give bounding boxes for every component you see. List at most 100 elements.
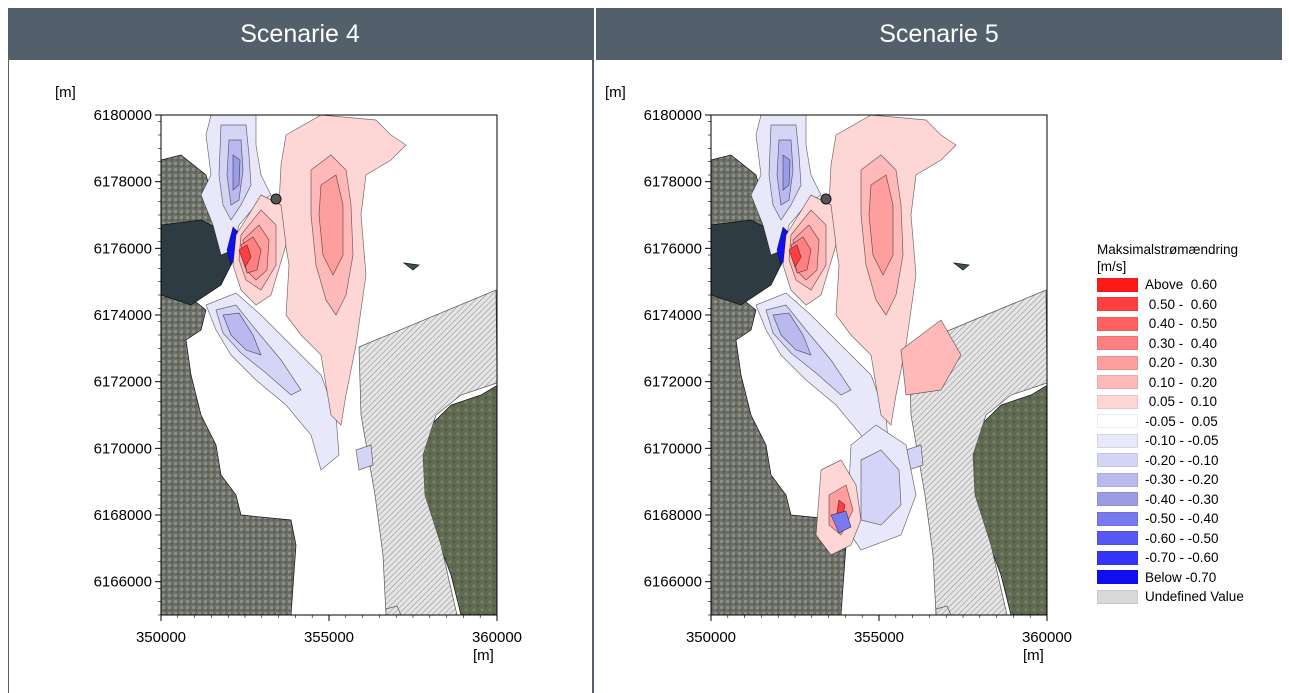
legend-item: Below -0.70 bbox=[1097, 568, 1289, 588]
x-unit-label: [m] bbox=[1023, 647, 1044, 664]
contour-pos-20 bbox=[868, 174, 894, 276]
y-tick-label: 6180000 bbox=[644, 107, 702, 124]
y-tick-label: 6178000 bbox=[94, 174, 152, 191]
x-tick-label: 355000 bbox=[854, 629, 904, 646]
legend-label: -0.05 - 0.05 bbox=[1145, 413, 1218, 429]
y-tick-label: 6166000 bbox=[644, 574, 702, 591]
legend-label: 0.10 - 0.20 bbox=[1145, 374, 1218, 390]
y-tick-label: 6166000 bbox=[94, 574, 152, 591]
contour-pos-50c bbox=[238, 244, 252, 268]
island-marker bbox=[270, 193, 282, 205]
y-unit-label: [m] bbox=[605, 84, 626, 101]
legend-swatch bbox=[1097, 570, 1138, 585]
legend-item: -0.40 - -0.30 bbox=[1097, 490, 1289, 510]
legend-item: Above 0.60 bbox=[1097, 275, 1289, 295]
legend-item: 0.30 - 0.40 bbox=[1097, 334, 1289, 354]
legend-item: -0.50 - -0.40 bbox=[1097, 509, 1289, 529]
legend-swatch bbox=[1097, 433, 1138, 448]
y-tick-label: 6176000 bbox=[94, 240, 152, 257]
legend-item: 0.05 - 0.10 bbox=[1097, 392, 1289, 412]
legend-item: 0.40 - 0.50 bbox=[1097, 314, 1289, 334]
legend-swatch bbox=[1097, 316, 1138, 331]
legend-label: 0.20 - 0.30 bbox=[1145, 355, 1218, 371]
contour-pos-20 bbox=[318, 174, 344, 276]
legend-label: 0.30 - 0.40 bbox=[1145, 335, 1218, 351]
legend-label: Above 0.60 bbox=[1145, 277, 1218, 293]
legend-label: -0.40 - -0.30 bbox=[1145, 491, 1219, 507]
panel-header-scenarie-5: Scenarie 5 bbox=[596, 8, 1282, 60]
legend-label: -0.50 - -0.40 bbox=[1145, 511, 1219, 527]
panel-header-scenarie-4: Scenarie 4 bbox=[8, 8, 592, 60]
legend-swatch bbox=[1097, 375, 1138, 390]
y-tick-label: 6168000 bbox=[644, 507, 702, 524]
contour-neg-20b bbox=[222, 312, 262, 356]
x-tick-label: 360000 bbox=[472, 629, 522, 646]
legend-swatch bbox=[1097, 414, 1138, 429]
map-layer bbox=[161, 115, 497, 615]
legend-swatch bbox=[1097, 336, 1138, 351]
legend-title: Maksimalstrømændring bbox=[1097, 242, 1239, 257]
legend-item: -0.10 - -0.05 bbox=[1097, 431, 1289, 451]
y-tick-label: 6176000 bbox=[644, 240, 702, 257]
legend-label: -0.70 - -0.60 bbox=[1145, 550, 1219, 566]
panel-title-left: Scenarie 4 bbox=[240, 19, 360, 48]
legend-item: 0.10 - 0.20 bbox=[1097, 373, 1289, 393]
contour-pos-50c bbox=[788, 244, 802, 268]
y-tick-label: 6168000 bbox=[94, 507, 152, 524]
legend-label: Undefined Value bbox=[1145, 589, 1244, 605]
legend-swatch bbox=[1097, 531, 1138, 546]
y-unit-label: [m] bbox=[55, 84, 76, 101]
contour-neg-30 bbox=[232, 154, 241, 191]
contour-neg-small bbox=[355, 444, 374, 471]
legend: Maksimalstrømændring [m/s] Above 0.60 0.… bbox=[1097, 241, 1289, 607]
x-tick-label: 360000 bbox=[1022, 629, 1072, 646]
legend-item: -0.60 - -0.50 bbox=[1097, 529, 1289, 549]
legend-swatch bbox=[1097, 550, 1138, 565]
legend-swatch bbox=[1097, 277, 1138, 292]
legend-swatch bbox=[1097, 472, 1138, 487]
x-unit-label: [m] bbox=[473, 647, 494, 664]
panel-title-right: Scenarie 5 bbox=[879, 19, 999, 48]
x-tick-label: 355000 bbox=[304, 629, 354, 646]
contour-neg-30 bbox=[782, 154, 791, 191]
legend-item: -0.20 - -0.10 bbox=[1097, 451, 1289, 471]
undefined-region bbox=[358, 289, 497, 615]
legend-item: Undefined Value bbox=[1097, 587, 1289, 607]
legend-label: -0.20 - -0.10 bbox=[1145, 452, 1219, 468]
undefined-patch bbox=[385, 605, 402, 615]
legend-swatch bbox=[1097, 511, 1138, 526]
legend-label: -0.30 - -0.20 bbox=[1145, 472, 1219, 488]
x-tick-label: 350000 bbox=[136, 629, 186, 646]
legend-unit: [m/s] bbox=[1097, 259, 1127, 274]
map-layer bbox=[711, 115, 1047, 615]
legend-label: -0.60 - -0.50 bbox=[1145, 530, 1219, 546]
island-marker bbox=[820, 193, 832, 205]
legend-item: -0.05 - 0.05 bbox=[1097, 412, 1289, 432]
y-tick-label: 6174000 bbox=[644, 307, 702, 324]
y-tick-label: 6172000 bbox=[94, 374, 152, 391]
y-tick-label: 6170000 bbox=[94, 440, 152, 457]
legend-label: -0.10 - -0.05 bbox=[1145, 433, 1219, 449]
y-tick-label: 6180000 bbox=[94, 107, 152, 124]
legend-swatch bbox=[1097, 355, 1138, 370]
legend-label: Below -0.70 bbox=[1145, 569, 1217, 585]
undefined-patch bbox=[935, 605, 952, 615]
legend-items: Above 0.60 0.50 - 0.60 0.40 - 0.50 0.30 … bbox=[1097, 275, 1289, 607]
legend-item: -0.70 - -0.60 bbox=[1097, 548, 1289, 568]
legend-label: 0.40 - 0.50 bbox=[1145, 316, 1218, 332]
legend-swatch bbox=[1097, 453, 1138, 468]
left-border bbox=[8, 60, 9, 693]
legend-swatch bbox=[1097, 297, 1138, 312]
legend-label: 0.50 - 0.60 bbox=[1145, 296, 1218, 312]
legend-label: 0.05 - 0.10 bbox=[1145, 394, 1218, 410]
contour-pos-east bbox=[900, 319, 962, 396]
legend-swatch bbox=[1097, 492, 1138, 507]
small-island bbox=[952, 262, 970, 271]
contour-neg-20b bbox=[772, 312, 812, 356]
panel-divider bbox=[592, 8, 594, 693]
x-tick-label: 350000 bbox=[686, 629, 736, 646]
y-tick-label: 6172000 bbox=[644, 374, 702, 391]
y-tick-label: 6178000 bbox=[644, 174, 702, 191]
